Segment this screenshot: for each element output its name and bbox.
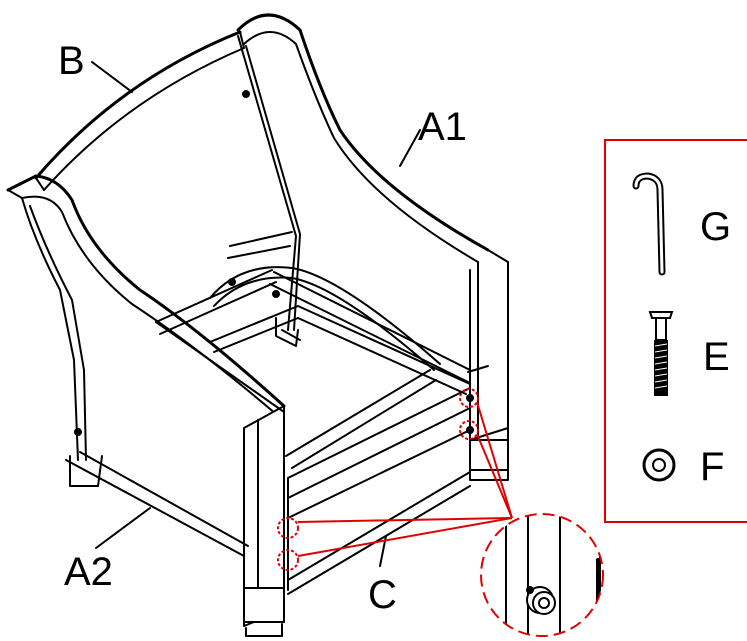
washer-icon (642, 448, 676, 482)
bolt-icon (648, 311, 674, 396)
label-a2: A2 (64, 550, 113, 594)
label-a1: A1 (418, 105, 467, 149)
allen-key-icon (632, 172, 666, 276)
seat-frame (155, 266, 471, 469)
callout-circle-left-upper (277, 517, 299, 539)
callout-circle-right-upper (459, 388, 479, 408)
label-c: C (368, 573, 397, 617)
label-f: F (700, 445, 724, 489)
label-e: E (703, 335, 730, 379)
hardware-box: G E F (604, 139, 747, 523)
callout-circle-left-lower (277, 549, 299, 571)
front-rail-c (287, 387, 471, 595)
label-b: B (58, 39, 85, 83)
callout-circle-right-lower (459, 420, 479, 440)
chair-frame (6, 13, 509, 637)
label-g: G (700, 205, 731, 249)
callout-circles (277, 388, 513, 571)
back-rest-b (34, 30, 301, 331)
